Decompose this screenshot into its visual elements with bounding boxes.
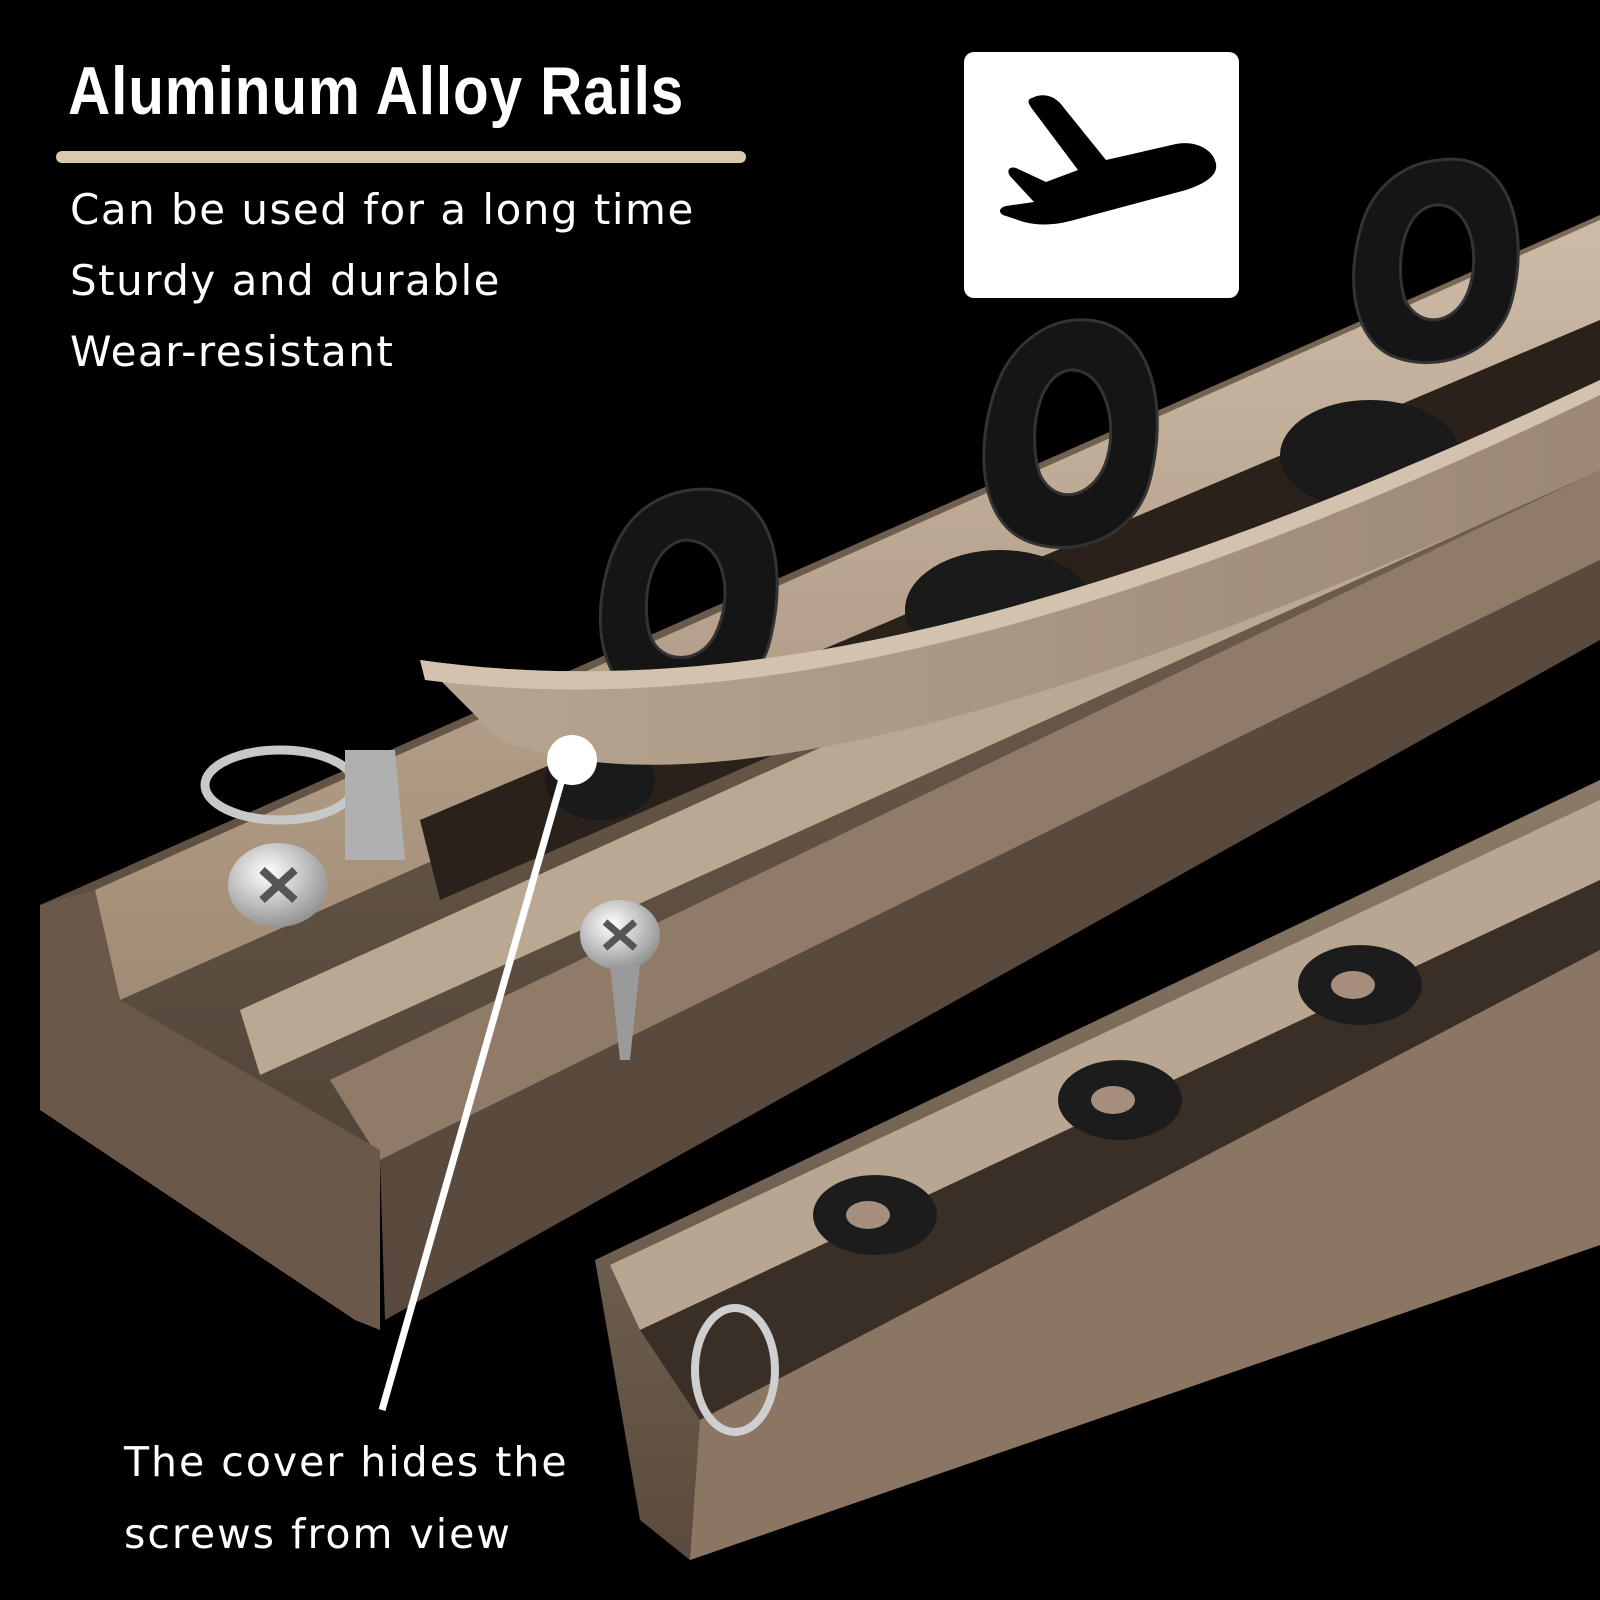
- cover-callout: The cover hides the screws from view: [124, 1426, 569, 1570]
- hook-rings: [598, 157, 1520, 704]
- feature-item: Can be used for a long time: [70, 185, 695, 234]
- callout-pointer: [378, 735, 597, 1411]
- cover-strip: [420, 380, 1600, 765]
- feature-item: Sturdy and durable: [70, 256, 501, 305]
- feature-list: Can be used for a long time Sturdy and d…: [70, 182, 695, 395]
- airplane-badge: [964, 52, 1239, 298]
- feature-item: Wear-resistant: [70, 327, 395, 376]
- headline: Aluminum Alloy Rails: [68, 53, 685, 129]
- rail-end-hardware: [200, 745, 660, 1060]
- airplane-icon: [1000, 95, 1217, 225]
- lower-rail: [595, 780, 1600, 1560]
- callout-line-1: The cover hides the: [124, 1438, 569, 1486]
- headline-underline: [56, 151, 746, 163]
- callout-line-2: screws from view: [124, 1510, 512, 1558]
